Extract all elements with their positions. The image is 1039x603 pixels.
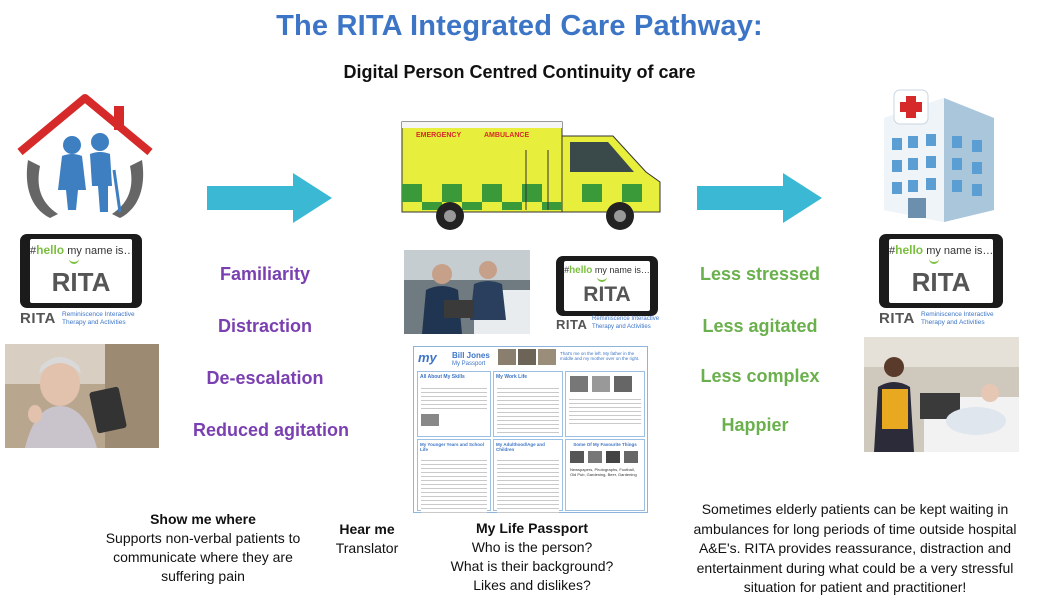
rita-brand-middle: RITA Reminiscence Interactive Therapy an…: [556, 316, 660, 332]
rita-logo: RITA: [583, 283, 631, 306]
arrow-right-icon: [697, 173, 822, 228]
ambulance-wait-caption: Sometimes elderly patients can be kept w…: [693, 501, 1017, 595]
home-care-icon: [10, 90, 160, 225]
life-passport-document: my Bill Jones My Passport That's me on t…: [413, 346, 648, 513]
page-title: The RITA Integrated Care Pathway:: [276, 10, 763, 42]
hospital-icon: [874, 88, 1004, 224]
hear-me-body: Translator: [335, 540, 399, 556]
benefit-de-escalation: De-escalation: [206, 368, 324, 388]
svg-text:AMBULANCE: AMBULANCE: [484, 132, 529, 139]
life-passport-caption: My Life Passport Who is the person? What…: [450, 520, 614, 593]
rita-brand-right: RITA Reminiscence Interactive Therapy an…: [879, 310, 994, 327]
ambulance-icon: EMERGENCY AMBULANCE: [398, 110, 664, 236]
rita-brand-left: RITA Reminiscence Interactive Therapy an…: [20, 310, 135, 327]
page-subtitle: Digital Person Centred Continuity of car…: [343, 62, 696, 82]
benefit-less-stressed: Less stressed: [699, 264, 821, 284]
rita-logo: RITA: [51, 267, 111, 297]
show-me-where-caption: Show me where Supports non-verbal patien…: [100, 510, 306, 586]
show-me-where-body: Supports non-verbal patients to communic…: [105, 530, 301, 584]
paramedics-photo: [404, 250, 530, 334]
elderly-woman-tablet-photo: [5, 344, 159, 448]
hear-me-caption: Hear me Translator: [320, 520, 414, 558]
rita-tablet-middle: #hello my name is… RITA: [556, 256, 658, 316]
hospital-patient-photo: [864, 337, 1019, 452]
benefit-distraction: Distraction: [217, 316, 313, 336]
rita-tablet-left: #hello my name is… RITA: [20, 234, 142, 308]
show-me-where-title: Show me where: [150, 511, 256, 527]
rita-logo: RITA: [911, 267, 971, 297]
life-passport-title: My Life Passport: [475, 520, 589, 536]
benefit-less-complex: Less complex: [700, 366, 820, 386]
rita-tablet-right: #hello my name is… RITA: [879, 234, 1003, 308]
benefit-familiarity: Familiarity: [219, 264, 311, 284]
benefit-reduced-agitation: Reduced agitation: [192, 420, 349, 440]
benefit-less-agitated: Less agitated: [702, 316, 818, 336]
arrow-right-icon: [207, 173, 332, 228]
svg-text:EMERGENCY: EMERGENCY: [416, 132, 461, 139]
benefit-happier: Happier: [721, 415, 789, 435]
hear-me-title: Hear me: [339, 521, 395, 537]
